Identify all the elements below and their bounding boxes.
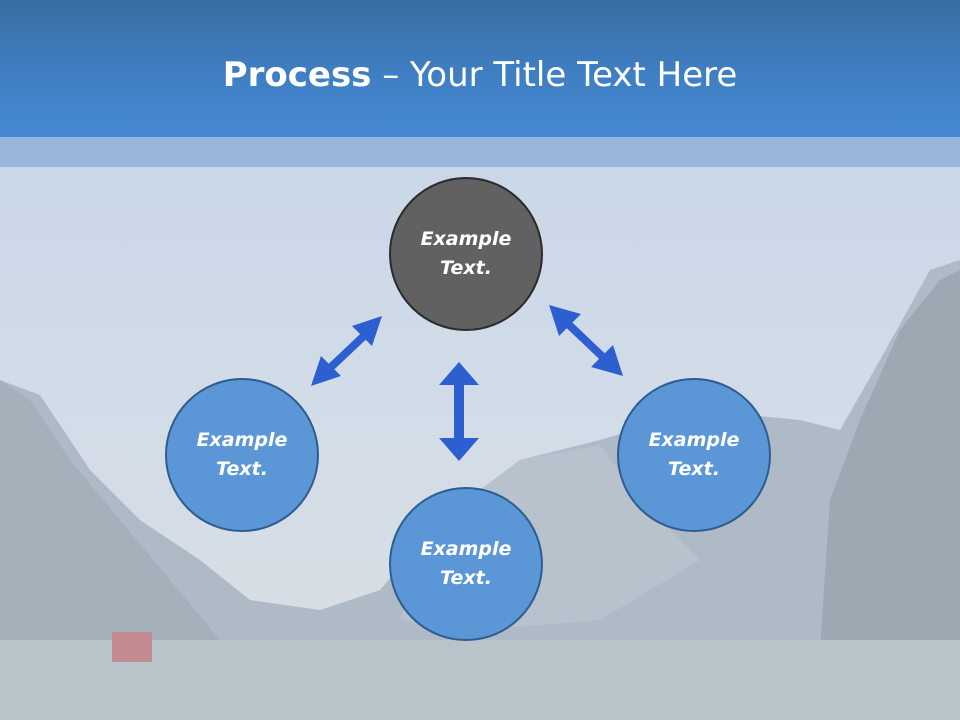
header-bar — [0, 0, 960, 137]
node-top-label: Example Text. — [420, 228, 512, 279]
title-rest: – Your Title Text Here — [371, 55, 738, 95]
arrow-top-right — [549, 305, 623, 376]
title-bold: Process — [222, 55, 372, 95]
header-band — [0, 137, 960, 167]
node-bottom-label: Example Text. — [420, 538, 512, 589]
process-node-bottom: Example Text. — [389, 487, 543, 641]
node-left-label: Example Text. — [196, 429, 288, 480]
arrow-vertical — [439, 362, 479, 461]
node-right-label: Example Text. — [648, 429, 740, 480]
process-node-left: Example Text. — [165, 378, 319, 532]
process-node-top: Example Text. — [389, 177, 543, 331]
process-node-right: Example Text. — [617, 378, 771, 532]
page-title: Process – Your Title Text Here — [0, 50, 960, 100]
arrow-top-left — [311, 316, 382, 386]
